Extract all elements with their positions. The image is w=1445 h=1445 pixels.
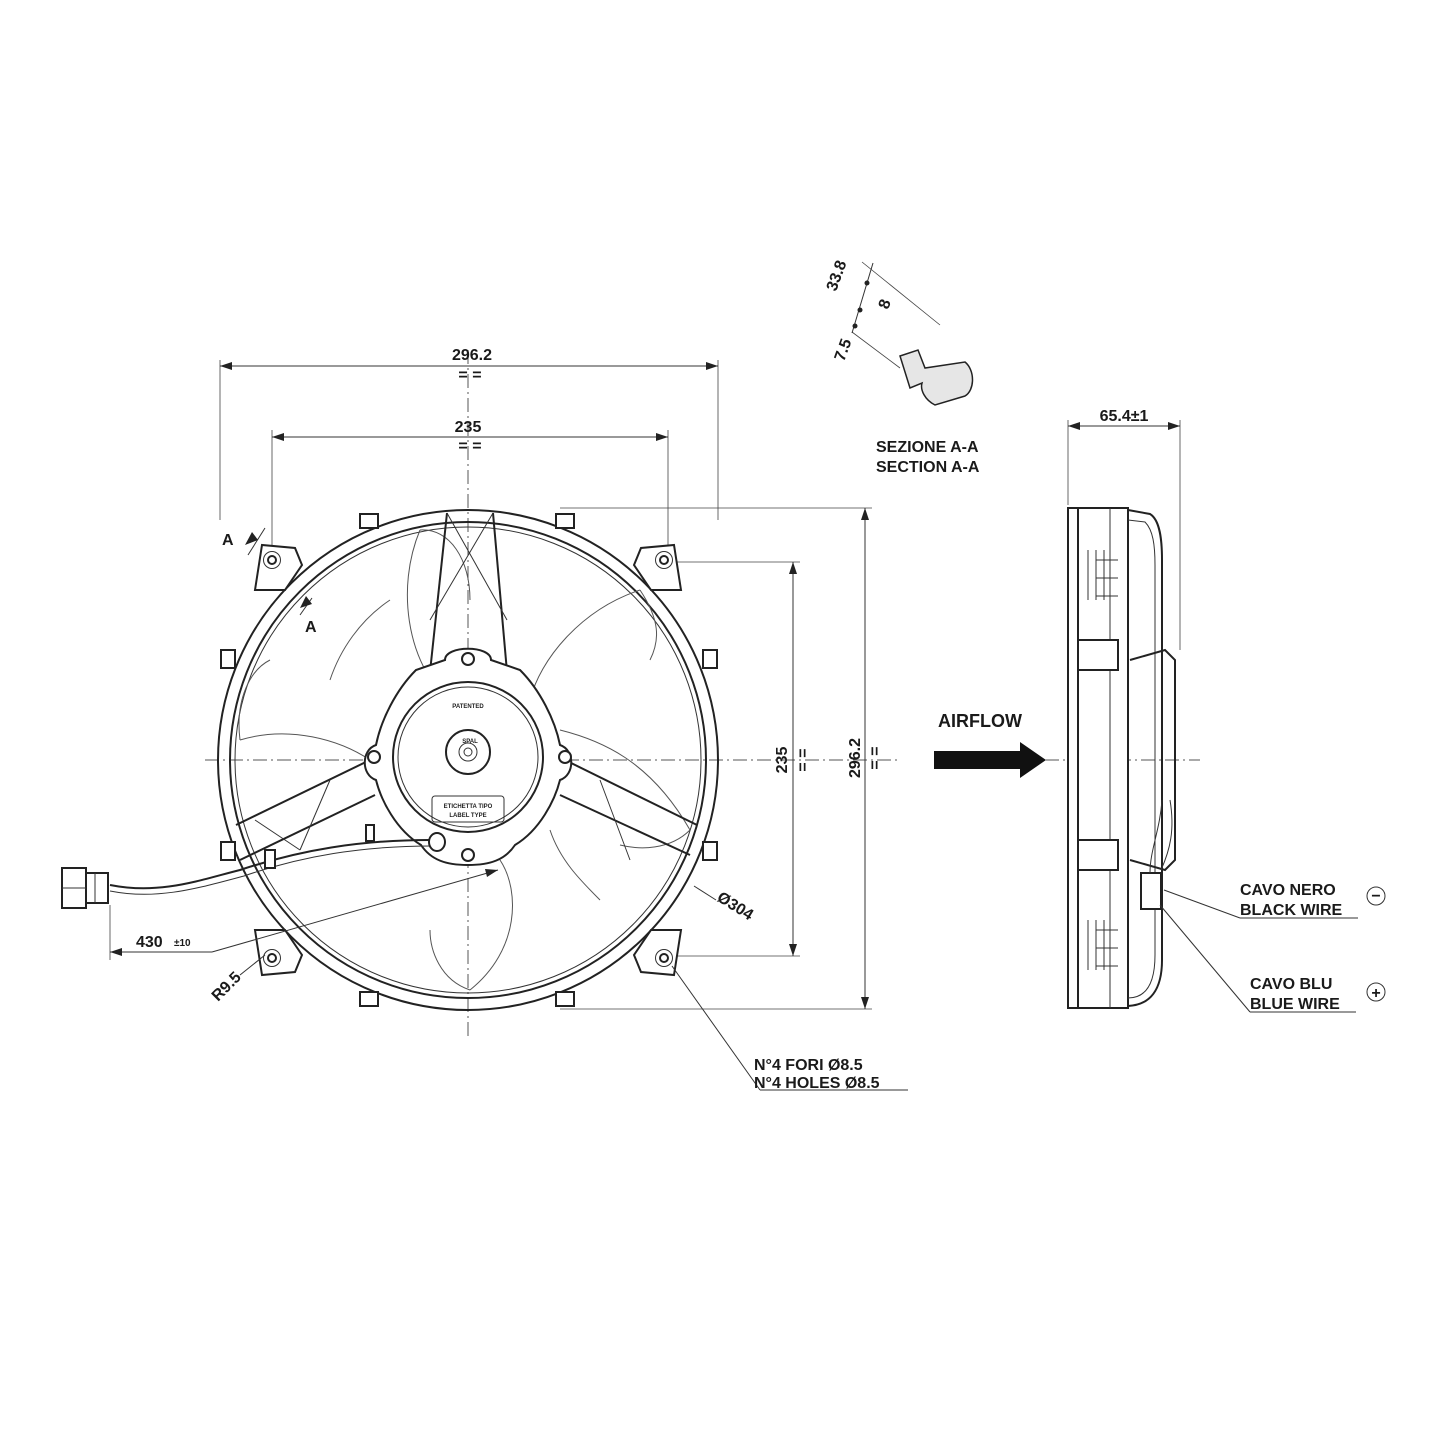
equal-mark: = = (867, 746, 884, 769)
holes-label-it: N°4 FORI Ø8.5 (754, 1057, 863, 1074)
cable-tolerance: ±10 (174, 938, 191, 949)
positive-symbol: + (1371, 985, 1380, 1002)
equal-mark: = = (458, 438, 481, 455)
shroud-outer-ring (217, 509, 719, 1011)
side-connector (1140, 872, 1162, 910)
shroud-inner-ring (229, 521, 707, 999)
depth-label: 65.4±1 (1100, 408, 1149, 425)
hub-patented-text: PATENTED (452, 704, 484, 710)
hub-logo: SPAL (462, 739, 478, 745)
hole-spacing-height-label: 235 (774, 747, 791, 774)
section-view: 33.8 8 7.5 SEZIONE A-A SECTION A-A (824, 258, 980, 476)
overall-width-dimension: 296.2 = = (219, 347, 719, 520)
section-dim-c: 7.5 (832, 337, 856, 364)
overall-height-dimension: 296.2 = = (560, 507, 884, 1010)
depth-dimension: 65.4±1 (1067, 408, 1181, 650)
cable-length-label: 430 (136, 934, 163, 951)
holes-label-en: N°4 HOLES Ø8.5 (754, 1075, 880, 1092)
blue-wire-en: BLUE WIRE (1250, 996, 1340, 1013)
mounting-tab-bottom-left (253, 929, 304, 977)
equal-mark: = = (795, 748, 812, 771)
label-type-line2: LABEL TYPE (449, 813, 486, 819)
cable-harness (109, 824, 446, 895)
cable-length-dimension: 430 ±10 (109, 869, 499, 960)
hole-spacing-width-dimension: 235 = = (271, 419, 669, 545)
section-title-it: SEZIONE A-A (876, 439, 979, 456)
section-letter-bottom: A (305, 619, 317, 636)
mounting-tab-bottom-right (632, 929, 683, 977)
airflow-arrow (934, 742, 1046, 778)
black-wire-en: BLACK WIRE (1240, 902, 1343, 919)
overall-height-label: 296.2 (847, 738, 864, 778)
side-view: 65.4±1 AIRFLOW (934, 408, 1386, 1013)
section-profile (899, 349, 974, 406)
motor-hub: PATENTED SPAL ETICHETTA TIPO LABEL TYPE (363, 647, 573, 867)
overall-width-label: 296.2 (452, 347, 492, 364)
black-wire-it: CAVO NERO (1240, 882, 1336, 899)
rim-clips (220, 513, 718, 1007)
hole-spacing-height-dimension: 235 = = (670, 561, 812, 957)
mounting-tab-top-left (253, 543, 304, 591)
airflow-indicator: AIRFLOW (934, 711, 1046, 778)
side-fins (1077, 550, 1119, 970)
wire-connector (61, 867, 109, 909)
section-marker: A A (222, 527, 317, 636)
blue-wire-label: CAVO BLU BLUE WIRE + (1250, 976, 1386, 1013)
black-wire-label: CAVO NERO BLACK WIRE − (1240, 882, 1386, 919)
section-letter-top: A (222, 532, 234, 549)
blue-wire-it: CAVO BLU (1250, 976, 1332, 993)
airflow-label: AIRFLOW (938, 711, 1022, 731)
section-title-en: SECTION A-A (876, 459, 980, 476)
label-type-line1: ETICHETTA TIPO (444, 804, 493, 810)
holes-callout: N°4 FORI Ø8.5 N°4 HOLES Ø8.5 (671, 965, 908, 1092)
equal-mark: = = (458, 367, 481, 384)
support-struts (235, 512, 698, 861)
front-view: 296.2 = = 235 = = 235 = = (61, 347, 908, 1092)
hole-spacing-width-label: 235 (455, 419, 482, 436)
mounting-tab-top-right (632, 543, 683, 591)
negative-symbol: − (1371, 888, 1380, 905)
